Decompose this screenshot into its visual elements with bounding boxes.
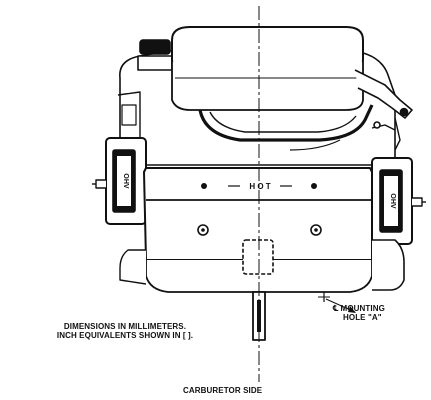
fuel-hose [198, 104, 374, 142]
throttle-linkage [354, 69, 413, 119]
crankshaft-boss [242, 239, 274, 275]
dimensions-note-line2: INCH EQUIVALENTS SHOWN IN [ ]. [56, 331, 194, 340]
cylinder-label-left: OHV [122, 173, 129, 189]
cylinder-label-right: OHV [389, 193, 396, 209]
dimensions-note-line1: DIMENSIONS IN MILLIMETERS. [63, 322, 187, 331]
mounting-hole-line2: HOLE "A" [343, 313, 382, 322]
carburetor-side-label: CARBURETOR SIDE [183, 386, 263, 395]
oil-fill-cap [139, 39, 171, 55]
mounting-hole-line1: ℄ MOUNTING [333, 304, 385, 313]
dimensions-note: DIMENSIONS IN MILLIMETERS. INCH EQUIVALE… [10, 322, 240, 340]
hot-label: H O T [249, 182, 270, 191]
mounting-hole-note: ℄ MOUNTING HOLE "A" [333, 304, 385, 322]
